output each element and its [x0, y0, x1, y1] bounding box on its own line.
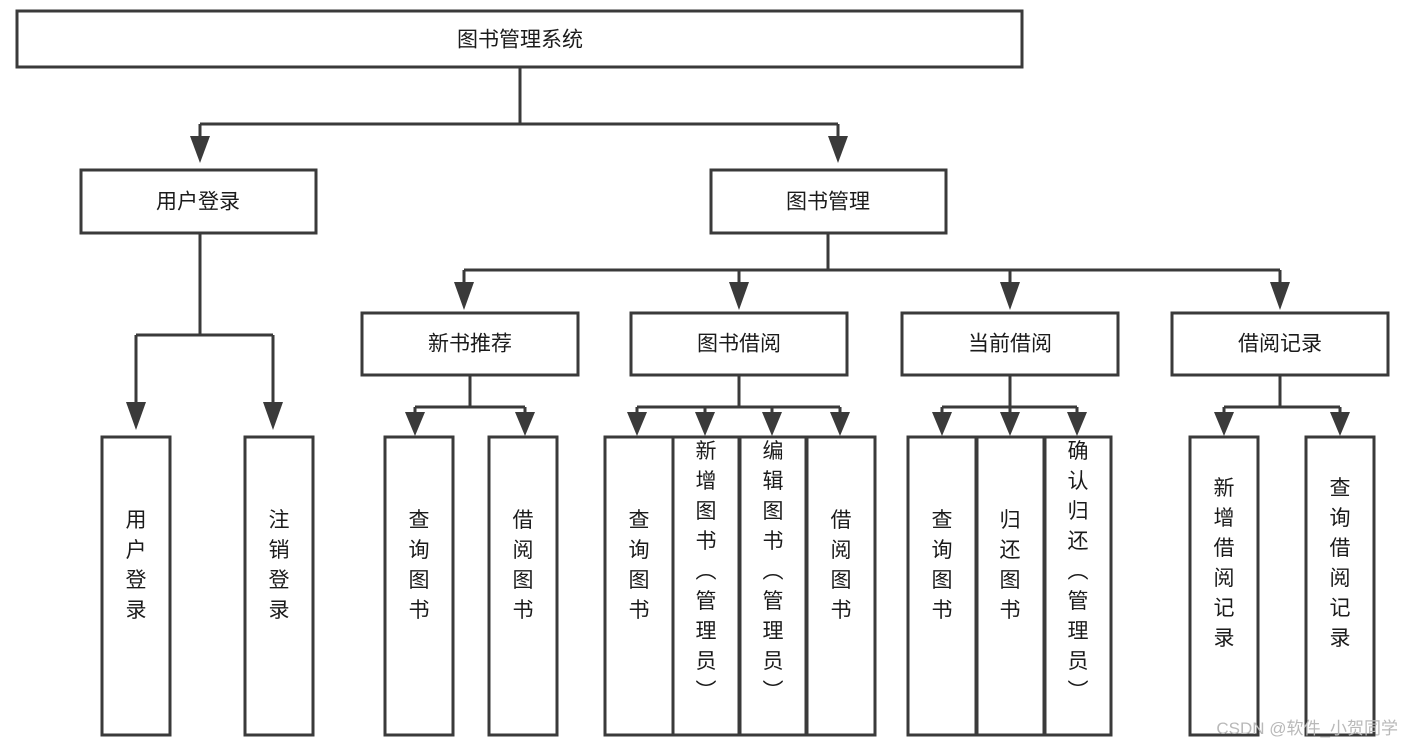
node-book-borrow-label: 图书借阅 — [697, 333, 781, 356]
leaf-node-cb-confirm-return[interactable]: 确认归还︵管理员︶ — [1043, 435, 1113, 737]
leaf-bb-add-book-label: 新增图书︵管理员︶ — [696, 440, 717, 703]
leaf-node-cb-return-book[interactable]: 归还图书 — [975, 435, 1046, 737]
node-root-system[interactable]: 图书管理系统 — [15, 9, 1024, 69]
leaf-node-bb-query-book[interactable]: 查询图书 — [603, 435, 675, 737]
leaf-cb-confirm-return-box[interactable] — [1043, 435, 1113, 737]
node-user-login[interactable]: 用户登录 — [79, 168, 318, 235]
leaf-node-user-login[interactable]: 用户登录 — [100, 435, 172, 737]
leaf-bb-query-book-label: 查询图书 — [629, 509, 650, 622]
leaf-bb-edit-book-label: 编辑图书︵管理员︶ — [763, 440, 784, 703]
connector-layer — [126, 67, 1350, 436]
arrow-head-bb-leaf-3 — [762, 412, 782, 436]
arrow-head-cb-leaf-1 — [932, 412, 952, 436]
node-new-book-recommend-label: 新书推荐 — [428, 333, 512, 356]
leaf-logout-label: 注销登录 — [269, 509, 290, 622]
leaf-br-query-record-box[interactable] — [1304, 435, 1376, 737]
leaf-cb-query-book-label: 查询图书 — [932, 509, 953, 622]
arrow-head-leaf-logout — [263, 402, 283, 430]
leaf-user-login-box[interactable] — [100, 435, 172, 737]
leaf-cb-query-book-box[interactable] — [906, 435, 978, 737]
node-book-manage-box[interactable] — [709, 168, 948, 235]
leaf-cb-confirm-return-label: 确认归还︵管理员︶ — [1068, 440, 1089, 703]
leaf-node-br-query-record[interactable]: 查询借阅记录 — [1304, 435, 1376, 737]
leaf-nb-query-book-box[interactable] — [383, 435, 455, 737]
node-current-borrow[interactable]: 当前借阅 — [900, 311, 1120, 377]
leaf-node-nb-borrow-book[interactable]: 借阅图书 — [487, 435, 559, 737]
node-book-borrow[interactable]: 图书借阅 — [629, 311, 849, 377]
leaf-br-add-record-box[interactable] — [1188, 435, 1260, 737]
leaf-bb-edit-book-box[interactable] — [738, 435, 808, 737]
arrow-head-cb-leaf-3 — [1067, 412, 1087, 436]
leaf-node-br-add-record[interactable]: 新增借阅记录 — [1188, 435, 1260, 737]
arrow-head-br-leaf-1 — [1214, 412, 1234, 436]
arrow-head-nb-leaf-1 — [405, 412, 425, 436]
arrow-head-cb-leaf-2 — [1000, 412, 1020, 436]
leaf-user-login-label: 用户登录 — [126, 509, 147, 622]
node-borrow-record[interactable]: 借阅记录 — [1170, 311, 1390, 377]
leaf-node-logout[interactable]: 注销登录 — [243, 435, 315, 737]
node-user-login-box[interactable] — [79, 168, 318, 235]
node-root-label: 图书管理系统 — [457, 29, 583, 52]
node-root-box[interactable] — [15, 9, 1024, 69]
leaf-br-add-record-label: 新增借阅记录 — [1214, 477, 1235, 650]
arrow-head-bb-leaf-4 — [830, 412, 850, 436]
node-borrow-record-box[interactable] — [1170, 311, 1390, 377]
leaf-bb-add-book-box[interactable] — [671, 435, 741, 737]
leaf-node-bb-borrow-book[interactable]: 借阅图书 — [805, 435, 877, 737]
arrow-head-user-login — [190, 136, 210, 163]
leaf-node-bb-edit-book[interactable]: 编辑图书︵管理员︶ — [738, 435, 808, 737]
leaf-bb-borrow-book-label: 借阅图书 — [831, 509, 852, 622]
leaf-node-bb-add-book[interactable]: 新增图书︵管理员︶ — [671, 435, 741, 737]
node-borrow-record-label: 借阅记录 — [1238, 333, 1322, 356]
arrow-head-nb-leaf-2 — [515, 412, 535, 436]
node-current-borrow-box[interactable] — [900, 311, 1120, 377]
node-current-borrow-label: 当前借阅 — [968, 333, 1052, 356]
csdn-watermark: CSDN @软件_小贺同学 — [1216, 719, 1398, 738]
node-new-book-recommend[interactable]: 新书推荐 — [360, 311, 580, 377]
node-book-borrow-box[interactable] — [629, 311, 849, 377]
arrow-head-new-book-recommend — [454, 282, 474, 310]
arrow-head-borrow-record — [1270, 282, 1290, 310]
arrow-head-current-borrow — [1000, 282, 1020, 310]
arrow-head-leaf-user-login — [126, 402, 146, 430]
leaf-br-query-record-label: 查询借阅记录 — [1330, 477, 1351, 650]
node-new-book-recommend-box[interactable] — [360, 311, 580, 377]
arrow-head-bb-leaf-1 — [627, 412, 647, 436]
node-book-manage[interactable]: 图书管理 — [709, 168, 948, 235]
arrow-head-bb-leaf-2 — [695, 412, 715, 436]
arrow-head-br-leaf-2 — [1330, 412, 1350, 436]
node-book-manage-label: 图书管理 — [786, 191, 870, 214]
arrow-head-book-borrow — [729, 282, 749, 310]
leaf-nb-query-book-label: 查询图书 — [409, 509, 430, 622]
node-user-login-label: 用户登录 — [156, 191, 240, 214]
leaf-cb-return-book-label: 归还图书 — [1000, 509, 1021, 622]
leaf-logout-box[interactable] — [243, 435, 315, 737]
leaf-node-cb-query-book[interactable]: 查询图书 — [906, 435, 978, 737]
arrow-head-book-manage — [828, 136, 848, 163]
leaf-node-nb-query-book[interactable]: 查询图书 — [383, 435, 455, 737]
leaf-nb-borrow-book-box[interactable] — [487, 435, 559, 737]
leaf-nb-borrow-book-label: 借阅图书 — [513, 509, 534, 622]
leaf-bb-borrow-book-box[interactable] — [805, 435, 877, 737]
